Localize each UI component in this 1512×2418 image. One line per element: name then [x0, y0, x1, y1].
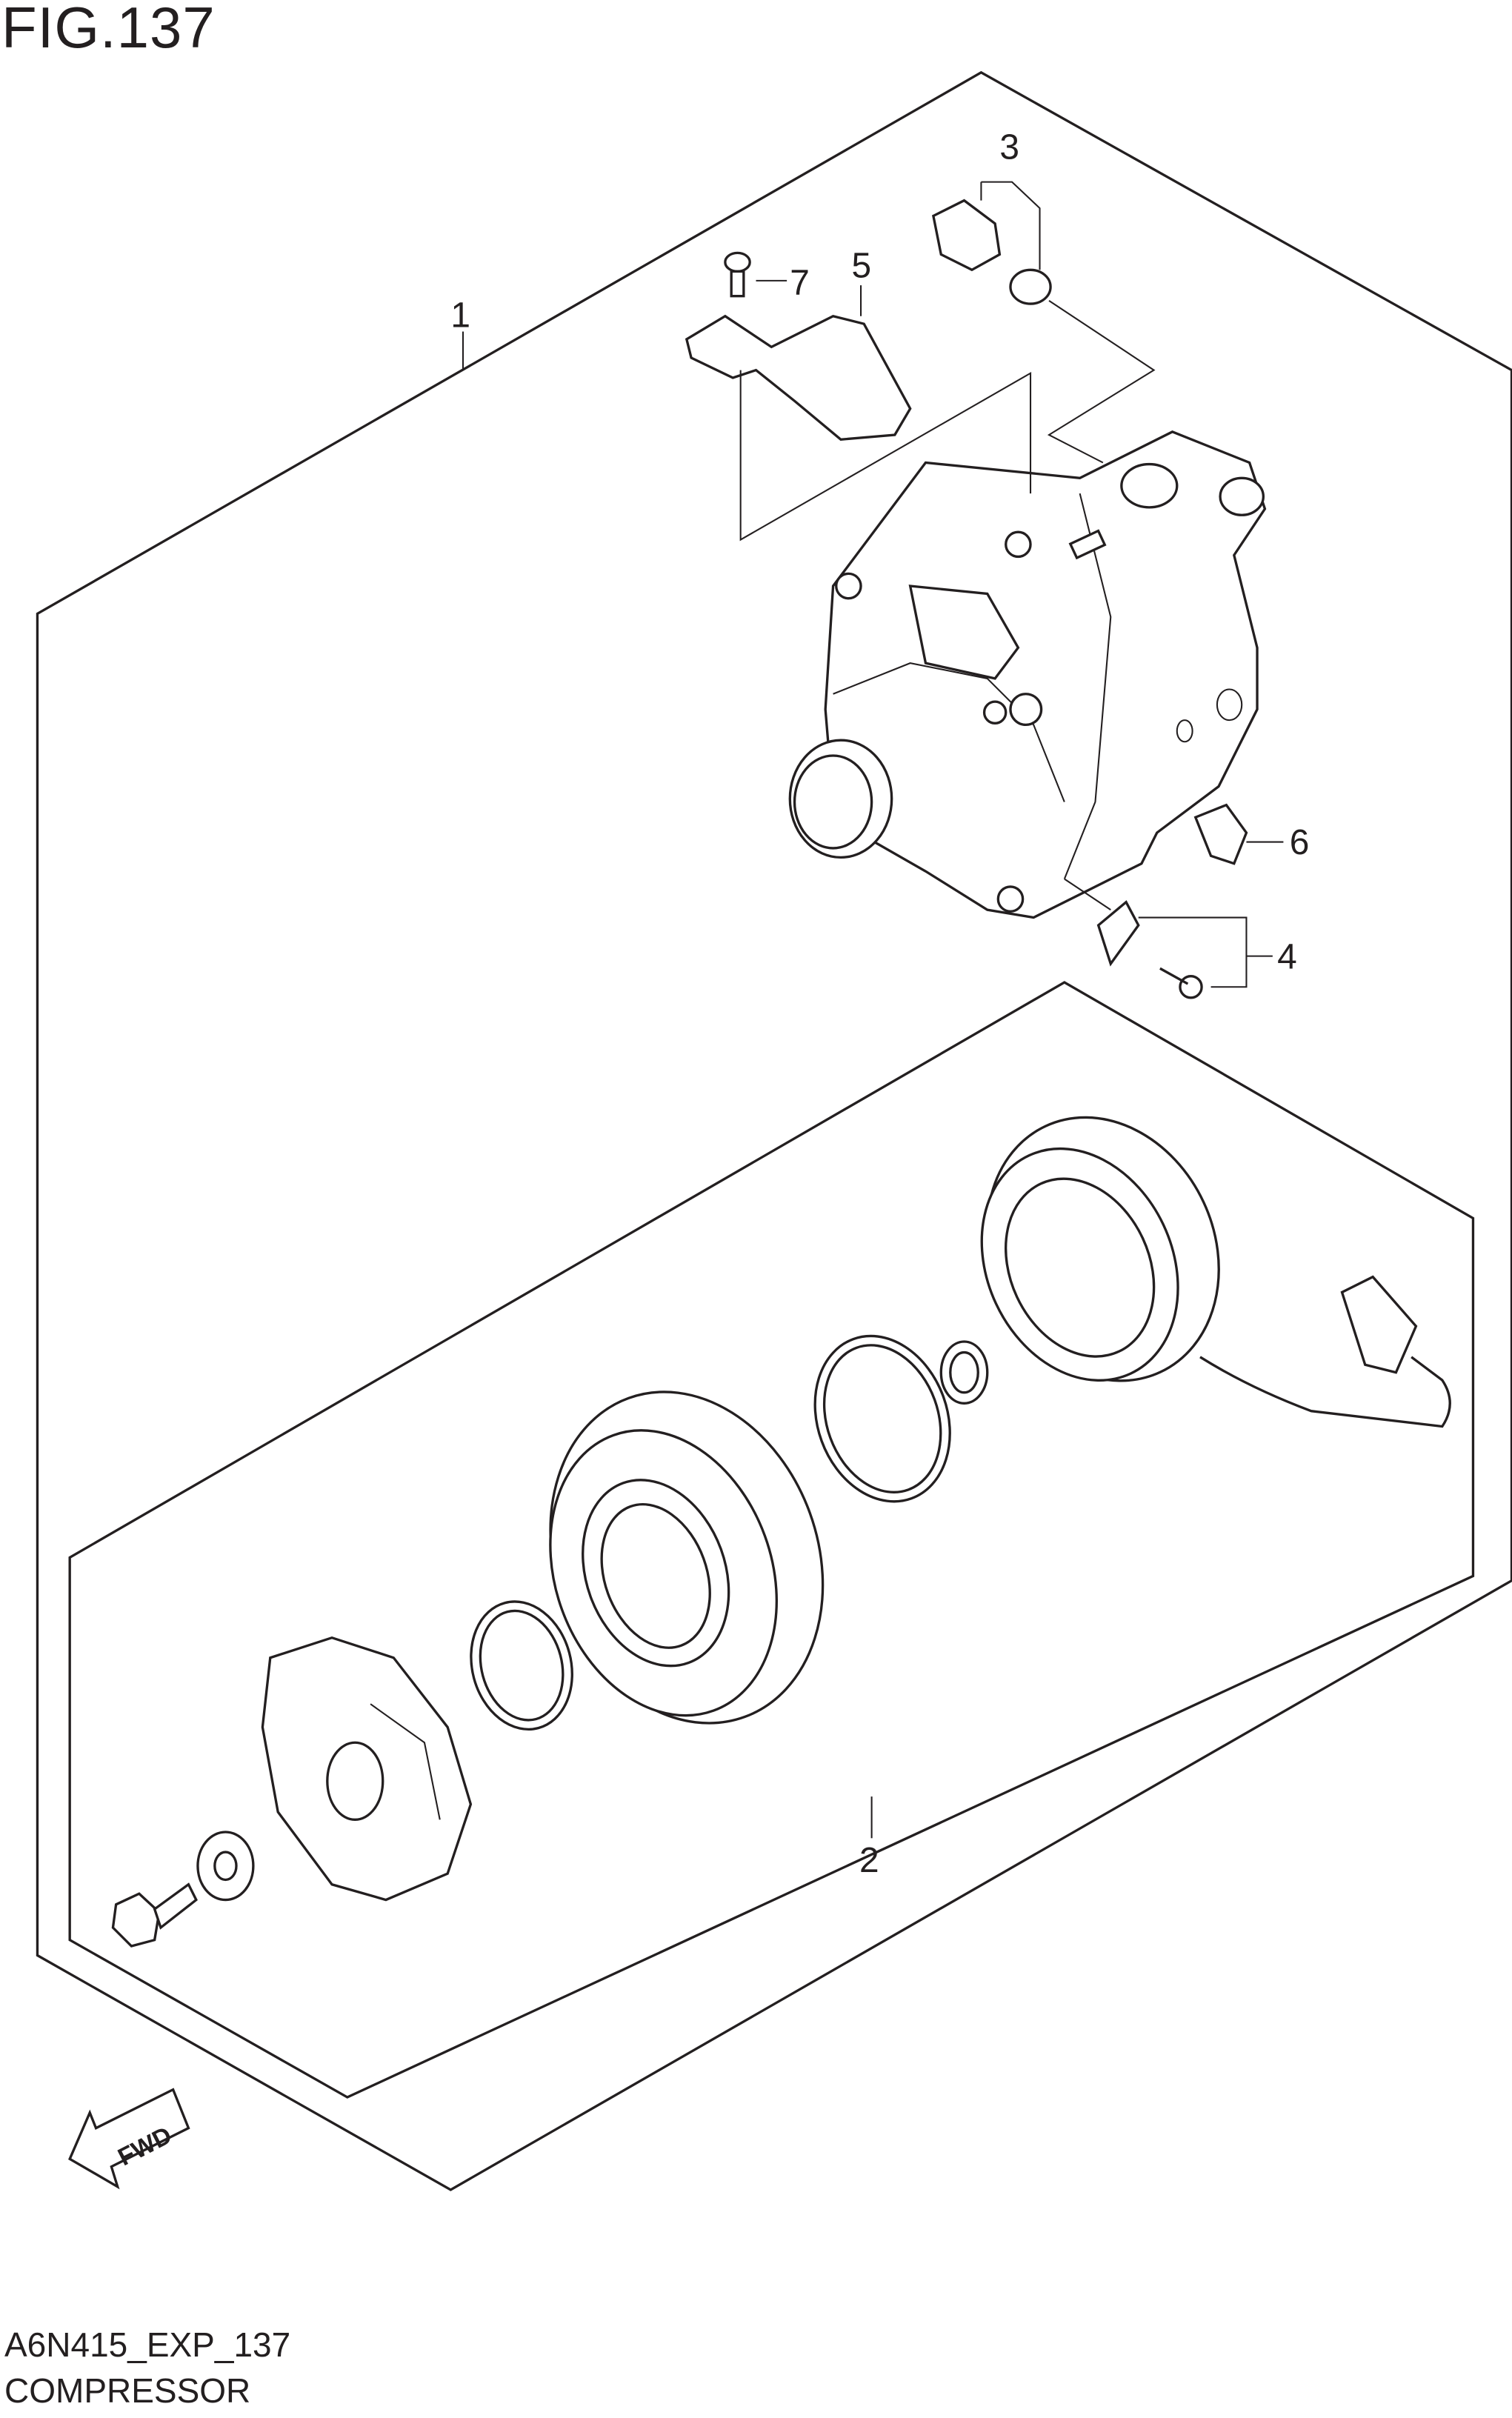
shim-washer[interactable] [939, 1340, 989, 1405]
fwd-arrow-icon: FWD [68, 2088, 190, 2190]
part-6-clip[interactable] [1193, 803, 1284, 865]
diagram-code: A6N415_EXP_137 [4, 2325, 291, 2364]
snap-ring-small[interactable] [457, 1590, 586, 1740]
figure-title: FIG.137 [1, 0, 216, 60]
center-bolt[interactable] [111, 1882, 198, 1948]
callout-3[interactable]: 3 [999, 127, 1019, 167]
callout-6[interactable]: 6 [1290, 823, 1310, 862]
armature-plate[interactable] [261, 1636, 473, 1902]
callout-4[interactable]: 4 [1277, 937, 1297, 976]
part-3-plug[interactable] [932, 181, 1156, 464]
compressor-body[interactable] [788, 430, 1267, 919]
assembly-1-outline [36, 70, 1512, 2191]
callout-1[interactable]: 1 [450, 296, 470, 335]
callout-5[interactable]: 5 [852, 247, 872, 286]
part-4-bracket-bolt[interactable] [1064, 878, 1273, 999]
callout-2[interactable]: 2 [859, 1841, 879, 1880]
part-7-bolt[interactable] [724, 251, 787, 298]
snap-ring-large[interactable] [793, 1317, 973, 1521]
diagram-name: COMPRESSOR [4, 2371, 251, 2410]
callout-7[interactable]: 7 [790, 264, 810, 303]
washer[interactable] [196, 1831, 255, 1902]
clutch-pulley[interactable] [505, 1353, 867, 1762]
part-5-bracket[interactable] [685, 285, 1032, 542]
assembly-2-outline [68, 981, 1475, 2099]
clutch-coil[interactable] [945, 1079, 1451, 1428]
